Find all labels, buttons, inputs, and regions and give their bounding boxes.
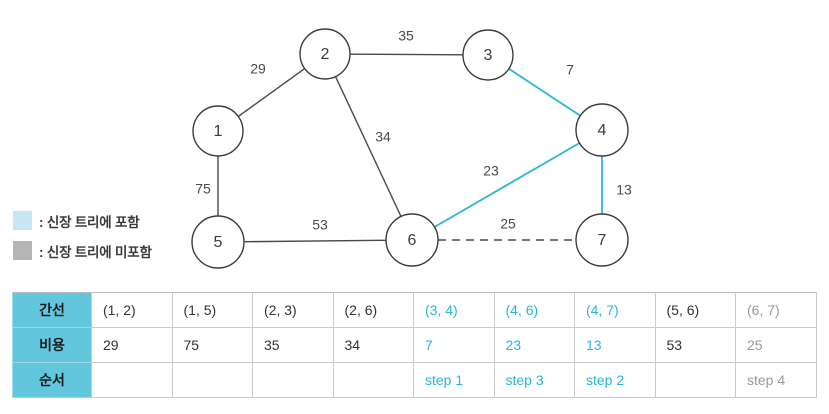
- table-cell-cost-2: 75: [171, 327, 253, 363]
- table-cell-order-1: [91, 362, 173, 398]
- graph-edge-5-6: [243, 239, 387, 243]
- table-cell-edge-2: (1, 5): [171, 292, 253, 328]
- graph-node-2: [299, 28, 351, 80]
- legend-label-included: : 신장 트리에 포함: [39, 214, 140, 230]
- legend-item-included: : 신장 트리에 포함: [13, 208, 203, 233]
- edge-weight-6-7: 25: [500, 216, 516, 232]
- edge-layer: [217, 53, 603, 243]
- table-cell-edge-1: (1, 2): [91, 292, 173, 328]
- graph-node-label-2: 2: [321, 46, 330, 63]
- table-cell-edge-4: (2, 6): [332, 292, 414, 328]
- graph-node-label-7: 7: [598, 232, 607, 249]
- table-cell-edge-6: (4, 6): [493, 292, 575, 328]
- graph-node-label-6: 6: [408, 232, 417, 249]
- graph-node-label-3: 3: [484, 47, 493, 64]
- table-cell-order-2: [171, 362, 253, 398]
- graph-edge-3-4: [508, 67, 581, 117]
- table-cell-cost-5: 7: [413, 327, 495, 363]
- graph-node-4: [575, 103, 629, 157]
- graph-edge-2-3: [349, 53, 464, 56]
- edge-weight-4-6: 23: [483, 163, 499, 179]
- table-cell-cost-1: 29: [91, 327, 173, 363]
- graph-node-7: [575, 213, 629, 267]
- table-cell-order-7: step 2: [574, 362, 656, 398]
- edge-weight-3-4: 7: [566, 62, 574, 78]
- table-cell-edge-8: (5, 6): [654, 292, 736, 328]
- table-cell-edge-3: (2, 3): [252, 292, 334, 328]
- table-cell-order-8: [654, 362, 736, 398]
- table-cell-order-3: [252, 362, 334, 398]
- legend: : 신장 트리에 포함 : 신장 트리에 미포함: [13, 208, 203, 268]
- table-cell-cost-9: 25: [735, 327, 817, 363]
- table-row-header-edge: 간선: [12, 292, 92, 328]
- legend-item-excluded: : 신장 트리에 미포함: [13, 238, 203, 263]
- graph-edge-1-2: [237, 68, 306, 117]
- table-cell-edge-9: (6, 7): [735, 292, 817, 328]
- table-cell-order-4: [332, 362, 414, 398]
- edge-weight-5-6: 53: [312, 217, 328, 233]
- legend-swatch-excluded: [13, 241, 32, 260]
- graph-node-3: [462, 29, 514, 81]
- edge-weight-4-7: 13: [616, 182, 632, 198]
- table-cell-cost-4: 34: [332, 327, 414, 363]
- table-cell-order-6: step 3: [493, 362, 575, 398]
- graph-edge-4-6: [434, 142, 580, 228]
- graph-edge-2-6: [334, 76, 402, 217]
- edge-weight-1-5: 75: [195, 181, 211, 197]
- graph-node-6: [385, 213, 439, 267]
- graph-node-label-4: 4: [598, 122, 607, 139]
- edge-weight-2-3: 35: [398, 28, 414, 44]
- legend-swatch-included: [13, 211, 32, 230]
- table-cell-order-5: step 1: [413, 362, 495, 398]
- table-row-header-order: 순서: [12, 362, 92, 398]
- table-body: 간선(1, 2)(1, 5)(2, 3)(2, 6)(3, 4)(4, 6)(4…: [12, 292, 817, 398]
- table-cell-edge-5: (3, 4): [413, 292, 495, 328]
- graph-node-label-5: 5: [214, 234, 223, 251]
- table-row-edge: 간선(1, 2)(1, 5)(2, 3)(2, 6)(3, 4)(4, 6)(4…: [12, 292, 817, 328]
- table-cell-edge-7: (4, 7): [574, 292, 656, 328]
- table-cell-order-9: step 4: [735, 362, 817, 398]
- table-cell-cost-6: 23: [493, 327, 575, 363]
- graph-node-1: [192, 105, 244, 157]
- table-cell-cost-3: 35: [252, 327, 334, 363]
- edge-weight-1-2: 29: [250, 61, 266, 77]
- table-cell-cost-8: 53: [654, 327, 736, 363]
- graph-node-5: [191, 215, 245, 269]
- edge-cost-table: 간선(1, 2)(1, 5)(2, 3)(2, 6)(3, 4)(4, 6)(4…: [12, 292, 817, 398]
- edge-weight-2-6: 34: [375, 129, 391, 145]
- legend-label-excluded: : 신장 트리에 미포함: [39, 244, 152, 260]
- table-cell-cost-7: 13: [574, 327, 656, 363]
- graph-node-label-1: 1: [214, 123, 223, 140]
- table-row-header-cost: 비용: [12, 327, 92, 363]
